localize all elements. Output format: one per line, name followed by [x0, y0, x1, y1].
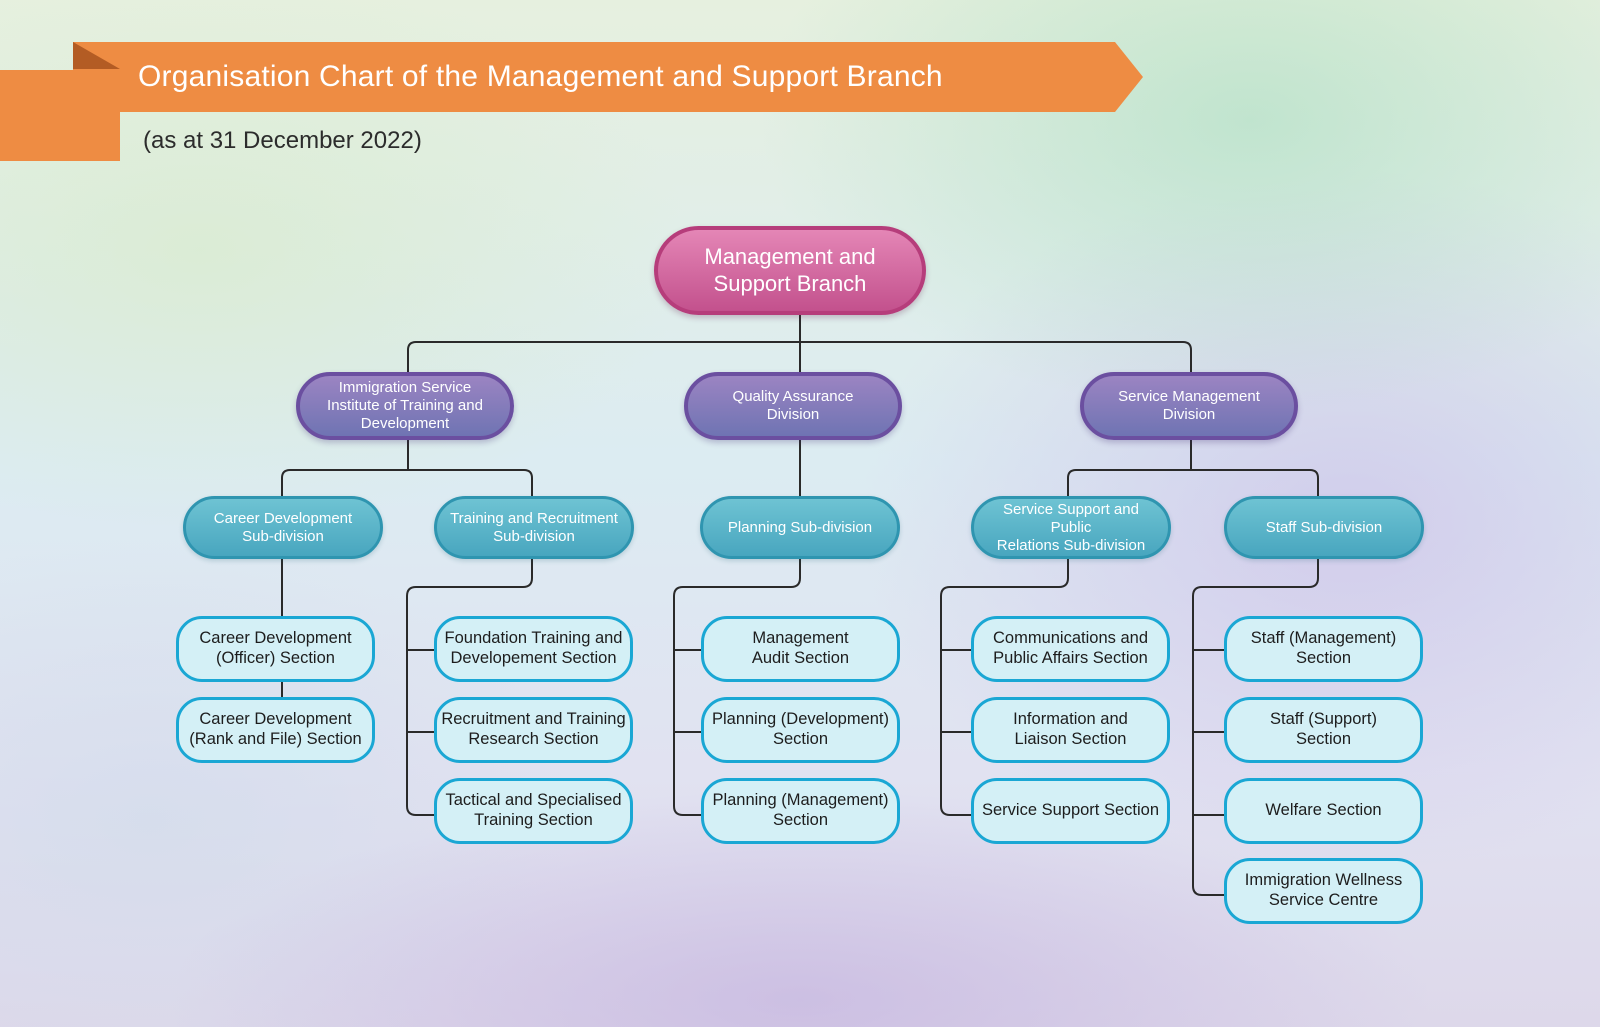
subdivision-career-development: Career Development Sub-division — [183, 496, 383, 559]
section-planning-management: Planning (Management) Section — [701, 778, 900, 844]
section-label-line: Section — [772, 811, 829, 829]
division-service-management: Service Management Division — [1080, 372, 1298, 440]
section-label-line: Training Section — [474, 811, 593, 829]
section-staff-management: Staff (Management) Section — [1224, 616, 1423, 682]
subdivision-label-line: Staff Sub-division — [1265, 518, 1383, 536]
section-label-line: Service Support Section — [981, 801, 1159, 820]
subdivision-staff: Staff Sub-division — [1224, 496, 1424, 559]
section-label-line: Career Development — [199, 710, 352, 729]
subdivision-training-and-recruitment: Training and Recruitment Sub-division — [434, 496, 634, 559]
subdivision-service-support-and-public-relations: Service Support and Public Relations Sub… — [971, 496, 1171, 559]
division-label-line: Development — [360, 415, 450, 432]
division-label-line: Service Management — [1118, 388, 1260, 405]
section-label-line: Communications and — [993, 629, 1148, 648]
division-immigration-service-institute: Immigration Service Institute of Trainin… — [296, 372, 514, 440]
section-label-line: (Officer) Section — [216, 649, 335, 667]
section-label-line: Planning (Development) — [711, 710, 889, 729]
division-quality-assurance: Quality Assurance Division — [684, 372, 902, 440]
section-label-line: Section — [772, 730, 829, 748]
section-career-development-officer: Career Development (Officer) Section — [176, 616, 375, 682]
chart-title: Organisation Chart of the Management and… — [138, 60, 943, 93]
section-management-audit: Management Audit Section — [701, 616, 900, 682]
division-label-line: Division — [766, 406, 820, 423]
subdivision-planning: Planning Sub-division — [700, 496, 900, 559]
section-immigration-wellness-service-centre: Immigration Wellness Service Centre — [1224, 858, 1423, 924]
section-staff-support: Staff (Support) Section — [1224, 697, 1423, 763]
section-label-line: Recruitment and Training — [441, 710, 626, 729]
section-career-development-rank-and-file: Career Development (Rank and File) Secti… — [176, 697, 375, 763]
section-label-line: Staff (Support) — [1269, 710, 1377, 729]
section-label-line: Management — [752, 629, 849, 648]
title-corner-block — [0, 70, 120, 161]
title-banner — [73, 42, 1143, 112]
section-welfare: Welfare Section — [1224, 778, 1423, 844]
section-label-line: Public Affairs Section — [993, 649, 1148, 667]
subdivision-label-line: Service Support and Public — [1003, 500, 1139, 536]
section-label-line: Service Centre — [1268, 891, 1379, 909]
section-communications-and-public-affairs: Communications and Public Affairs Sectio… — [971, 616, 1170, 682]
subdivision-label-line: Training and Recruitment — [450, 509, 618, 527]
section-label-line: Research Section — [468, 730, 599, 748]
subdivision-label-line: Planning Sub-division — [727, 518, 873, 536]
section-label-line: Section — [1295, 730, 1352, 748]
subdivision-label-line: Relations Sub-division — [996, 536, 1146, 554]
subdivision-label-line: Sub-division — [493, 527, 575, 545]
section-label-line: Foundation Training and — [444, 629, 623, 648]
section-label-line: Immigration Wellness — [1244, 871, 1403, 890]
section-label-line: Liaison Section — [1014, 730, 1127, 748]
section-label-line: Tactical and Specialised — [445, 791, 622, 810]
section-label-line: Information and — [1013, 710, 1128, 729]
division-label-line: Quality Assurance — [732, 388, 854, 405]
section-planning-development: Planning (Development) Section — [701, 697, 900, 763]
root-node-label-line: Management and — [704, 244, 876, 270]
subdivision-label-line: Sub-division — [242, 527, 324, 545]
root-node-label-line: Support Branch — [713, 270, 867, 296]
section-label-line: Developement Section — [450, 649, 617, 667]
root-node-management-and-support-branch: Management and Support Branch — [654, 226, 926, 315]
section-tactical-and-specialised-training: Tactical and Specialised Training Sectio… — [434, 778, 633, 844]
section-information-and-liaison: Information and Liaison Section — [971, 697, 1170, 763]
chart-subtitle: (as at 31 December 2022) — [143, 127, 422, 154]
section-label-line: Section — [1295, 649, 1352, 667]
section-service-support: Service Support Section — [971, 778, 1170, 844]
section-foundation-training: Foundation Training and Developement Sec… — [434, 616, 633, 682]
subdivision-label-line: Career Development — [213, 509, 353, 527]
section-label-line: Welfare Section — [1265, 801, 1382, 820]
section-recruitment-and-training-research: Recruitment and Training Research Sectio… — [434, 697, 633, 763]
section-label-line: Staff (Management) — [1250, 629, 1397, 648]
section-label-line: Planning (Management) — [712, 791, 889, 810]
division-label-line: Institute of Training and — [327, 397, 483, 414]
section-label-line: Career Development — [199, 629, 352, 648]
section-label-line: (Rank and File) Section — [189, 730, 362, 748]
division-label-line: Division — [1162, 406, 1216, 423]
division-label-line: Immigration Service — [338, 379, 472, 396]
section-label-line: Audit Section — [751, 649, 850, 667]
